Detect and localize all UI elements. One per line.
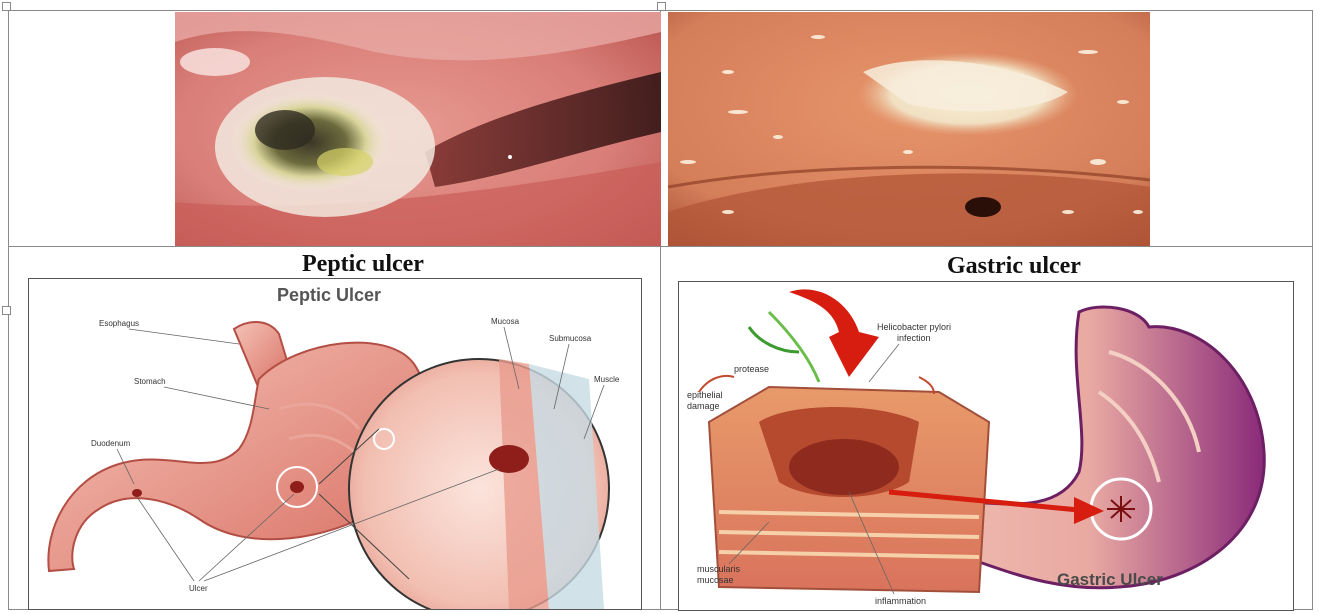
row-resize-handle[interactable] [2, 306, 11, 315]
label-helicobacter: Helicobacter pylori [877, 322, 951, 332]
label-submucosa: Submucosa [549, 334, 592, 343]
label-duodenum: Duodenum [91, 439, 130, 448]
cell-resize-handle[interactable] [657, 2, 666, 11]
label-mucosae: mucosae [697, 575, 734, 585]
gastric-ulcer-caption: Gastric ulcer [947, 253, 1081, 280]
label-stomach: Stomach [134, 377, 166, 386]
gastric-ulcer-diagram: Helicobacter pylori infection protease e… [678, 281, 1294, 611]
label-mucosa: Mucosa [491, 317, 520, 326]
label-infection: infection [897, 333, 931, 343]
peptic-ulcer-caption: Peptic ulcer [302, 251, 424, 278]
table-resize-handle[interactable] [2, 2, 11, 11]
label-muscle: Muscle [594, 375, 620, 384]
label-muscularis: muscularis [697, 564, 741, 574]
label-damage: damage [687, 401, 720, 411]
gastric-ulcer-endoscopy-photo [668, 12, 1150, 246]
label-epithelial: epithelial [687, 390, 723, 400]
label-protease: protease [734, 364, 769, 374]
diagram-title: Peptic Ulcer [277, 285, 381, 305]
peptic-ulcer-endoscopy-photo [175, 12, 661, 246]
label-inflammation: inflammation [875, 596, 926, 606]
label-ulcer: Ulcer [189, 584, 208, 593]
table-row-divider [8, 246, 1313, 247]
peptic-ulcer-diagram: Peptic Ulcer Esophagus Stomach Duod [28, 278, 642, 610]
label-esophagus: Esophagus [99, 319, 139, 328]
diagram-title: Gastric Ulcer [1057, 570, 1163, 589]
